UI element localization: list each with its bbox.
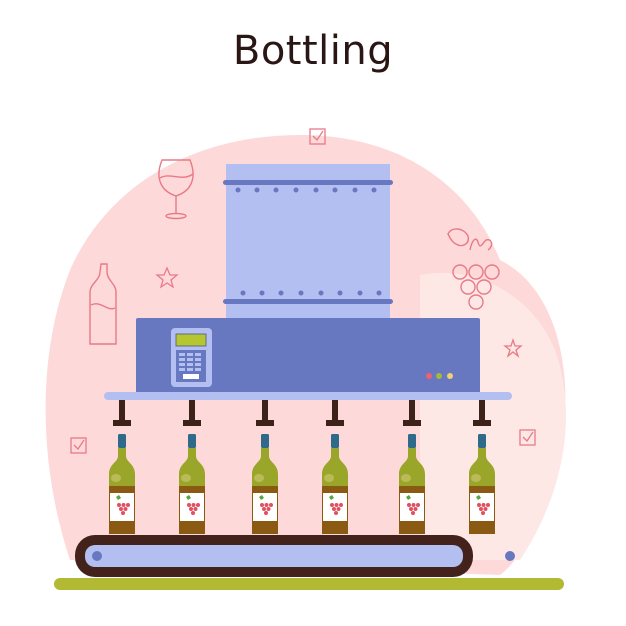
star-icon <box>503 337 523 358</box>
ground-line <box>54 578 564 590</box>
bottle-outline-icon <box>89 263 117 345</box>
indicator-lights <box>426 373 453 379</box>
control-panel[interactable] <box>171 328 212 387</box>
grape-bunch-icon <box>447 228 500 310</box>
checkbox-icon <box>519 429 536 446</box>
conveyor-belt <box>75 535 515 577</box>
star-icon <box>155 266 179 289</box>
filling-nozzles <box>113 400 491 426</box>
page-title: Bottling <box>232 28 394 74</box>
machine-shelf <box>104 392 512 400</box>
machine-body <box>136 318 480 393</box>
wine-glass-icon <box>158 159 194 220</box>
checkbox-icon <box>70 437 87 454</box>
checkbox-icon <box>309 128 326 145</box>
machine-tank <box>223 164 393 322</box>
